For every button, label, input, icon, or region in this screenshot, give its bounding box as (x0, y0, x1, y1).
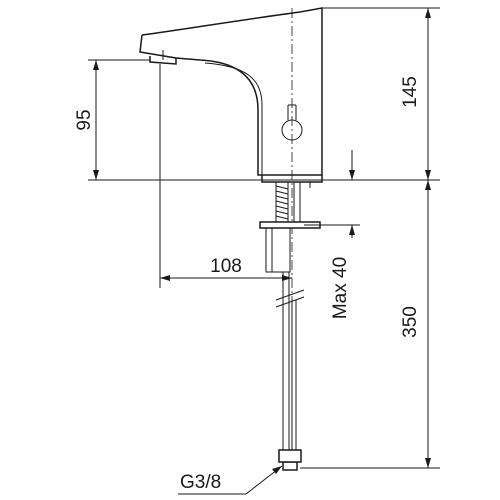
thread-callout: G3/8 (178, 465, 283, 495)
spout-height-label: 95 (74, 109, 95, 130)
faucet-body (139, 7, 323, 188)
dim-hose-length: 350 (300, 180, 440, 469)
thread-label: G3/8 (180, 472, 221, 493)
dim-spout-height: 95 (74, 59, 150, 180)
mounting-hardware (259, 181, 321, 273)
hoses (275, 272, 305, 471)
total-height-label: 145 (400, 76, 421, 108)
dim-total-height: 145 (322, 7, 440, 180)
hose-length-label: 350 (400, 306, 421, 338)
hose-connector (282, 461, 298, 471)
dim-max-thickness: Max 40 (304, 150, 360, 319)
reach-label: 108 (210, 256, 242, 277)
dim-reach: 108 (159, 64, 292, 288)
max-thickness-label: Max 40 (330, 257, 351, 319)
